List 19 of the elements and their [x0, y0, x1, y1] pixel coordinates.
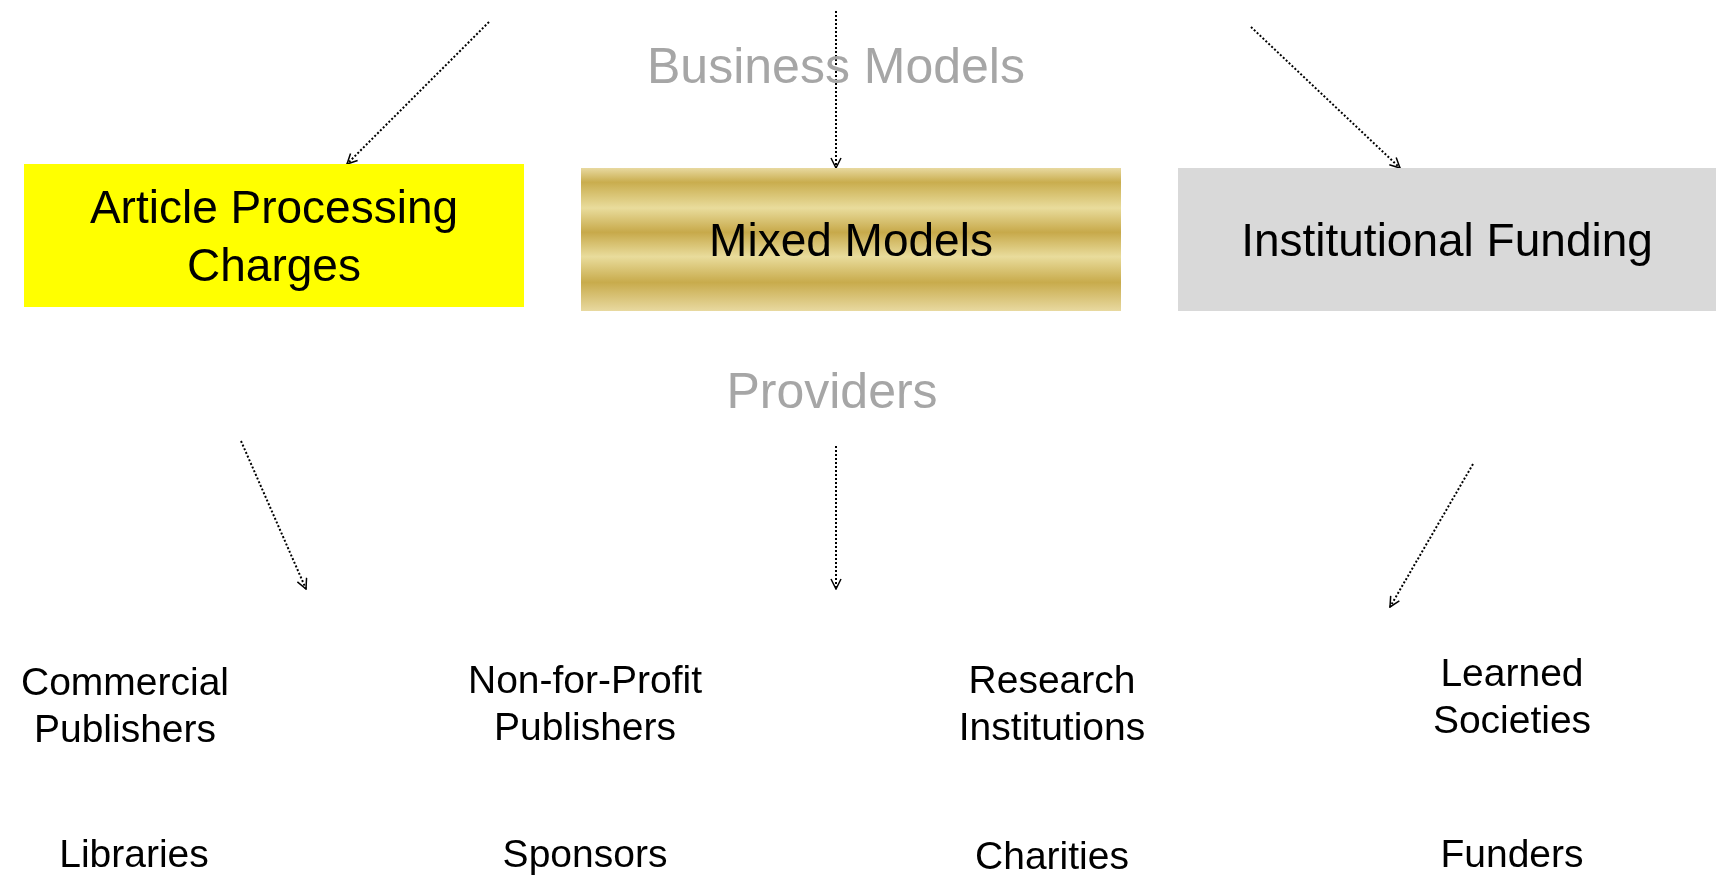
process-box [1178, 168, 1716, 311]
box-title: Institutional Funding [1240, 212, 1654, 268]
provider-label: Non-for-Profit Publishers [466, 657, 704, 750]
arrow [830, 10, 842, 169]
box-title: Article Processing Charges [88, 179, 460, 293]
process-box [581, 168, 1121, 311]
process-box [24, 164, 524, 307]
provider-label: Libraries [59, 830, 209, 875]
provider-label: Commercial Publishers [20, 659, 230, 752]
provider-label: Sponsors [502, 830, 668, 875]
provider-label: Charities [975, 832, 1129, 875]
provider-label: Learned Societies [1431, 650, 1593, 743]
section-heading: Business Models [647, 37, 1025, 96]
box-title: Mixed Models [708, 212, 994, 268]
provider-label: Funders [1440, 830, 1584, 875]
arrow [1250, 26, 1401, 169]
provider-label: Research Institutions [957, 657, 1147, 750]
section-heading: Providers [726, 362, 938, 421]
arrow [346, 21, 490, 165]
